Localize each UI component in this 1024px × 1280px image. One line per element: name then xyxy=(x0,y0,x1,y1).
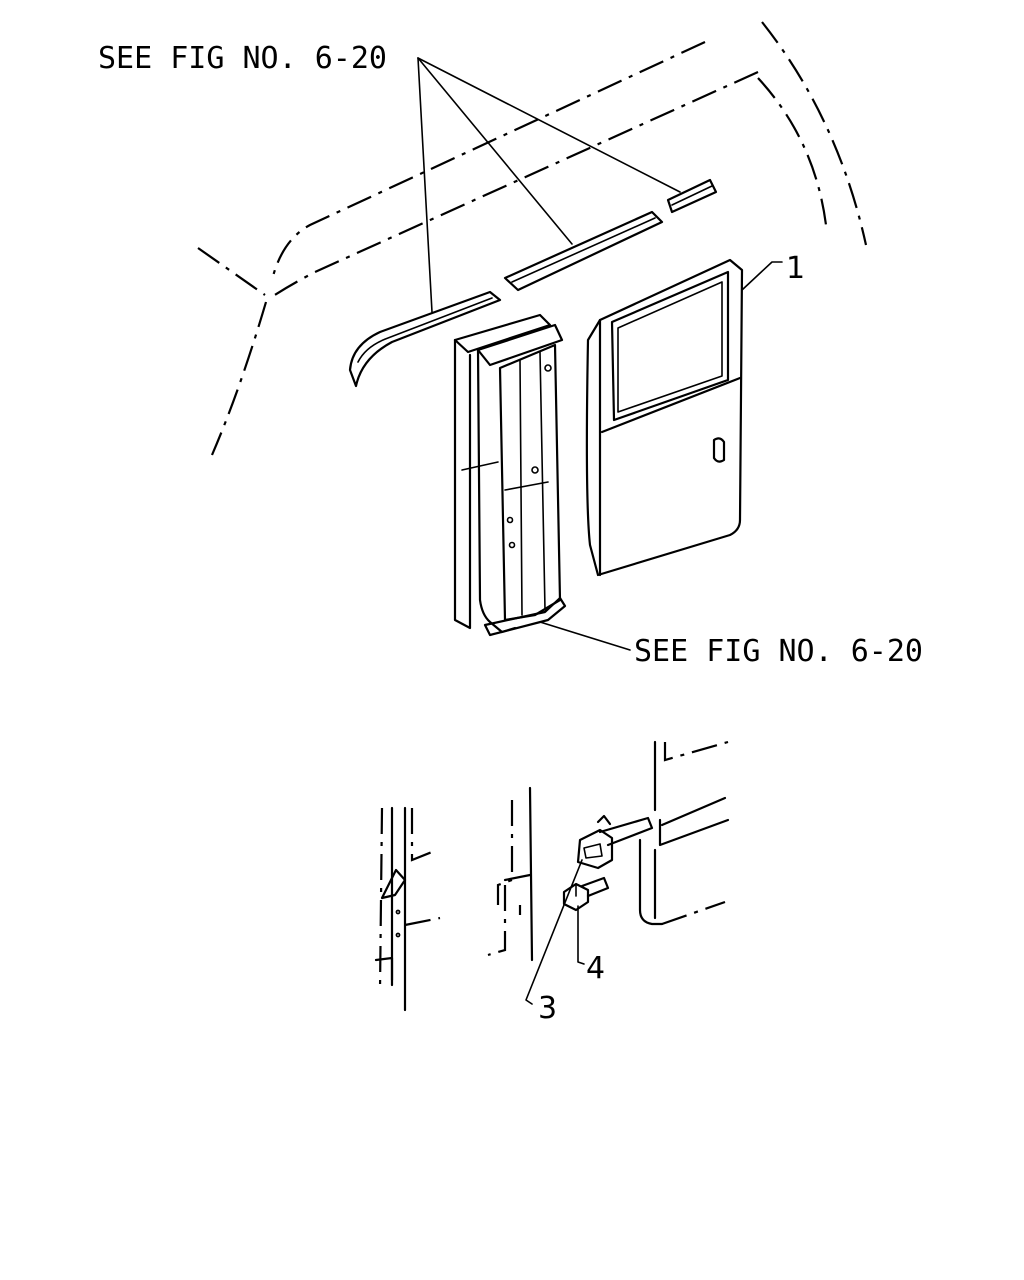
top-reference-leaders xyxy=(417,57,681,313)
part-number-1: 1 xyxy=(786,251,805,286)
bolt xyxy=(562,876,610,912)
bottom-reference-label: SEE FIG NO. 6-20 xyxy=(634,634,923,669)
door-striker xyxy=(576,814,654,870)
top-reference-label: SEE FIG NO. 6-20 xyxy=(98,41,387,76)
roof-rail-front xyxy=(348,290,502,388)
part-3-leader xyxy=(525,859,583,1005)
part-number-4: 4 xyxy=(586,951,605,986)
part-number-3: 3 xyxy=(538,991,557,1026)
sliding-door xyxy=(585,258,744,577)
lower-detail-body xyxy=(374,740,730,1012)
bottom-reference-leader xyxy=(539,621,631,651)
center-pillar xyxy=(453,313,567,637)
part-1-leader xyxy=(741,261,783,291)
part-4-leader xyxy=(577,905,585,965)
roof-rail-rear xyxy=(666,178,718,214)
roof-rail-middle xyxy=(503,210,664,292)
body-outline-phantom xyxy=(197,21,868,456)
